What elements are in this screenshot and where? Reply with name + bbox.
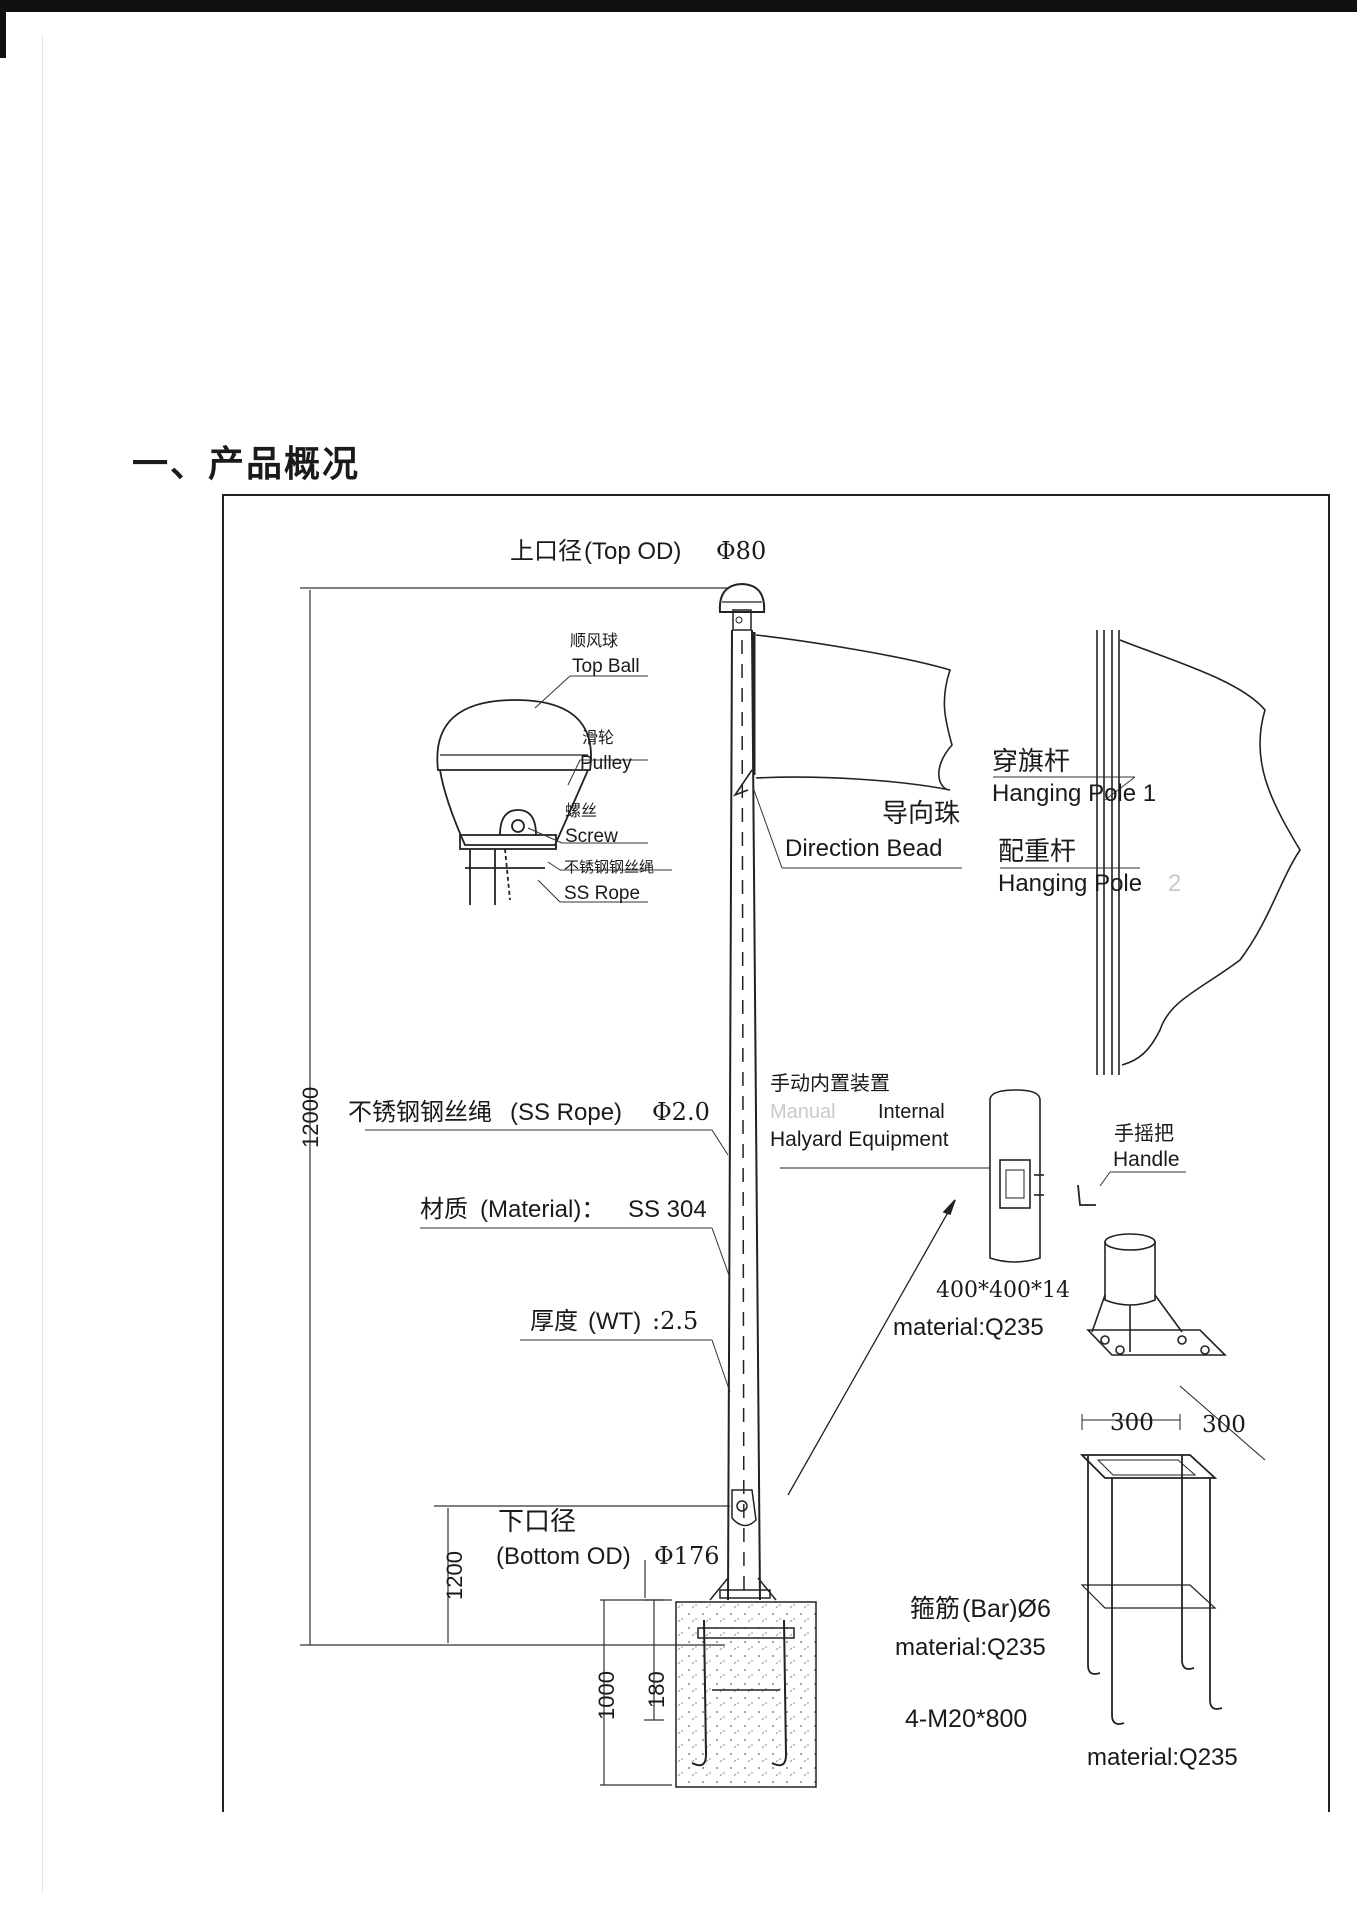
material-en: (Material)：: [480, 1196, 605, 1223]
dimension-lines: [300, 587, 730, 1786]
halyard-en-2: Halyard Equipment: [770, 1128, 949, 1151]
material-zh: 材质: [420, 1195, 468, 1223]
bottom-od-zh: 下口径: [498, 1507, 576, 1537]
hanging-pole-1-zh: 穿旗杆: [992, 747, 1070, 777]
bar-material: material:Q235: [895, 1634, 1046, 1661]
top-od-value: Φ80: [716, 537, 766, 565]
halyard-manual: Manual: [770, 1101, 836, 1123]
foundation: [675, 1601, 817, 1788]
screw-en: Screw: [565, 826, 618, 847]
wt-value: :2.5: [652, 1307, 698, 1335]
direction-bead-zh: 导向珠: [882, 799, 960, 829]
wt-zh: 厚度: [530, 1307, 578, 1335]
pulley-en: Pulley: [580, 753, 632, 774]
ss-rope-detail-en: SS Rope: [564, 883, 640, 904]
foundation-top: 180: [644, 1671, 669, 1708]
top-ball-zh: 顺风球: [570, 631, 618, 650]
flag: [732, 632, 953, 797]
top-ball: [718, 582, 766, 613]
ss-rope-detail-zh: 不锈钢钢丝绳: [564, 858, 654, 876]
base-plate-detail: [1086, 1233, 1227, 1356]
hanging-pole-1-en: Hanging Pole 1: [992, 780, 1156, 807]
height-lower: 1200: [442, 1551, 467, 1600]
handle-en: Handle: [1113, 1148, 1180, 1171]
ss-rope-zh: 不锈钢钢丝绳: [348, 1098, 492, 1126]
hanging-pole-detail: [1096, 630, 1301, 1075]
ss-rope-en: (SS Rope): [510, 1099, 622, 1126]
halyard-en-1: Internal: [878, 1101, 945, 1123]
hanging-pole-2-en: Hanging Pole: [998, 870, 1142, 897]
height-total: 12000: [298, 1087, 323, 1148]
top-ball-en: Top Ball: [572, 656, 640, 677]
anchor-cage: [1079, 1385, 1266, 1725]
section-heading: 一、产品概况: [132, 443, 361, 485]
drawing-frame: [222, 494, 1330, 1812]
cage-width-2: 300: [1202, 1412, 1246, 1438]
labels: 上口径 (Top OD) Φ80 顺风球 Top Ball 滑轮 Pulley …: [298, 537, 1246, 1771]
scan-page-edge: [42, 34, 1357, 1894]
handle-zh: 手摇把: [1114, 1121, 1174, 1145]
ss-rope-value: Φ2.0: [652, 1098, 710, 1126]
bar-en: (Bar)Ø6: [962, 1595, 1051, 1623]
bar-zh: 箍筋: [910, 1594, 960, 1623]
main-pole: [727, 609, 761, 1601]
top-od-en: (Top OD): [584, 538, 681, 565]
leader-lines: [365, 675, 1186, 1393]
bolt-spec: 4-M20*800: [905, 1705, 1027, 1733]
top-ball-detail: [436, 699, 592, 905]
bolt-material: material:Q235: [1087, 1744, 1238, 1771]
hanging-pole-2-zh: 配重杆: [998, 837, 1076, 867]
cage-width-1: 300: [1110, 1410, 1154, 1436]
screw-zh: 螺丝: [565, 801, 597, 820]
scan-left-border: [0, 10, 6, 58]
foundation-depth: 1000: [594, 1671, 619, 1720]
base-plate-material: material:Q235: [893, 1314, 1044, 1341]
halyard-zh: 手动内置装置: [770, 1071, 890, 1095]
hanging-pole-2-number: 2: [1168, 870, 1181, 897]
scan-top-border: [0, 0, 1357, 12]
pole-bottom: [709, 1489, 777, 1601]
halyard-detail: [780, 1089, 1096, 1496]
bottom-od-en: (Bottom OD): [496, 1543, 631, 1570]
wt-en: (WT): [588, 1308, 641, 1335]
bottom-od-value: Φ176: [654, 1542, 719, 1570]
direction-bead-en: Direction Bead: [785, 835, 942, 862]
base-plate-size: 400*400*14: [936, 1278, 1070, 1303]
material-value: SS 304: [628, 1196, 707, 1223]
top-od-zh: 上口径: [510, 537, 582, 565]
pulley-zh: 滑轮: [582, 728, 614, 747]
